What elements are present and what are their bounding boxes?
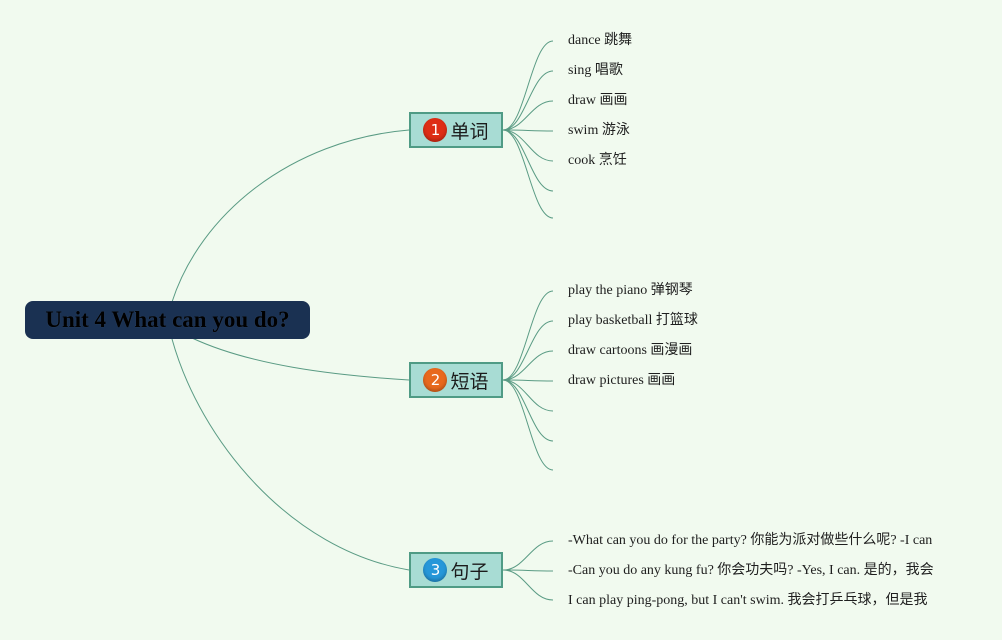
phrase-item[interactable]: play the piano 弹钢琴 (568, 283, 693, 298)
branch-node-words[interactable]: 1 单词 (409, 112, 503, 148)
number-2-icon: 2 (423, 368, 448, 392)
word-item[interactable]: cook 烹饪 (568, 153, 627, 168)
root-label: Unit 4 What can you do? (45, 307, 290, 332)
number-3-icon: 3 (423, 558, 448, 582)
branch-2-leaf-connector (502, 379, 554, 442)
phrase-item[interactable]: draw pictures 画画 (568, 373, 676, 388)
branch-1-leaf-connector (502, 129, 554, 132)
branch-1-leaf-connector (502, 40, 554, 131)
branch-2-leaf-connector (502, 320, 554, 381)
root-to-phrases-connector (191, 337, 410, 381)
branch-label-phrases: 短语 (450, 370, 489, 393)
branch-3-leaf-connector (502, 540, 554, 571)
branch-2-leaf-connector (502, 290, 554, 381)
word-item[interactable]: draw 画画 (568, 93, 628, 108)
root-node[interactable]: Unit 4 What can you do? (25, 301, 310, 339)
word-item[interactable]: dance 跳舞 (568, 33, 633, 48)
root-to-sentences-connector (171, 338, 410, 571)
branch-1-leaf-connector (502, 129, 554, 219)
sentence-item[interactable]: -Can you do any kung fu? 你会功夫吗? -Yes, I … (568, 563, 934, 578)
branch-1-leaf-connector (502, 129, 554, 192)
branch-2-leaf-connector (502, 350, 554, 381)
branch-1-leaf-connector (502, 129, 554, 162)
branch-2-leaf-connector (502, 379, 554, 382)
branch-3-leaf-connector (502, 569, 554, 601)
branch-label-words: 单词 (450, 120, 489, 143)
branch-node-sentences[interactable]: 3 句子 (409, 552, 503, 588)
branch-node-phrases[interactable]: 2 短语 (409, 362, 503, 398)
sentence-item[interactable]: -What can you do for the party? 你能为派对做些什… (568, 533, 933, 548)
word-item[interactable]: sing 唱歌 (568, 63, 623, 78)
branch-2-leaf-connector (502, 379, 554, 471)
number-1-icon: 1 (423, 118, 448, 142)
root-to-words-connector (171, 129, 410, 303)
branch-1-leaf-connector (502, 70, 554, 131)
word-item[interactable]: swim 游泳 (568, 123, 630, 138)
branch-3-leaf-connector (502, 569, 554, 572)
branch-label-sentences: 句子 (450, 560, 489, 583)
branch-2-leaf-connector (502, 379, 554, 412)
phrase-item[interactable]: draw cartoons 画漫画 (568, 343, 693, 358)
sentence-item[interactable]: I can play ping-pong, but I can't swim. … (568, 593, 928, 608)
branch-1-leaf-connector (502, 100, 554, 131)
phrase-item[interactable]: play basketball 打篮球 (568, 313, 698, 328)
